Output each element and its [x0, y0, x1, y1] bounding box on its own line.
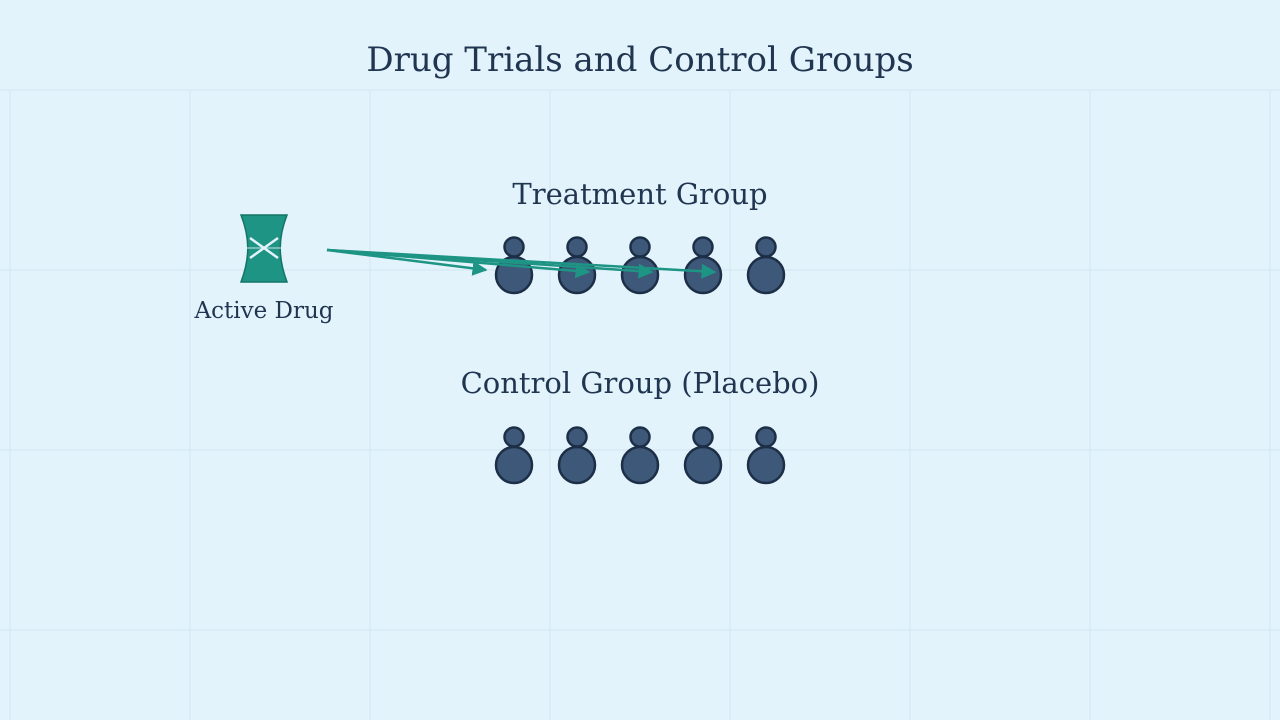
person-icon [683, 236, 723, 295]
person-icon [494, 426, 534, 485]
person-icon [620, 426, 660, 485]
drug-arrow [326, 248, 717, 279]
treatment-group-label: Treatment Group [512, 177, 767, 211]
person-icon [557, 426, 597, 485]
drug-delivery-arrows [326, 248, 717, 279]
control-group-label: Control Group (Placebo) [461, 366, 820, 400]
person-icon [746, 426, 786, 485]
control-group-people [494, 426, 786, 485]
drug-label: Active Drug [194, 298, 334, 324]
background-grid [0, 89, 1280, 720]
person-icon [620, 236, 660, 295]
person-icon [683, 426, 723, 485]
diagram-title: Drug Trials and Control Groups [366, 40, 913, 80]
pill-capsule-icon [239, 214, 289, 283]
person-icon [746, 236, 786, 295]
